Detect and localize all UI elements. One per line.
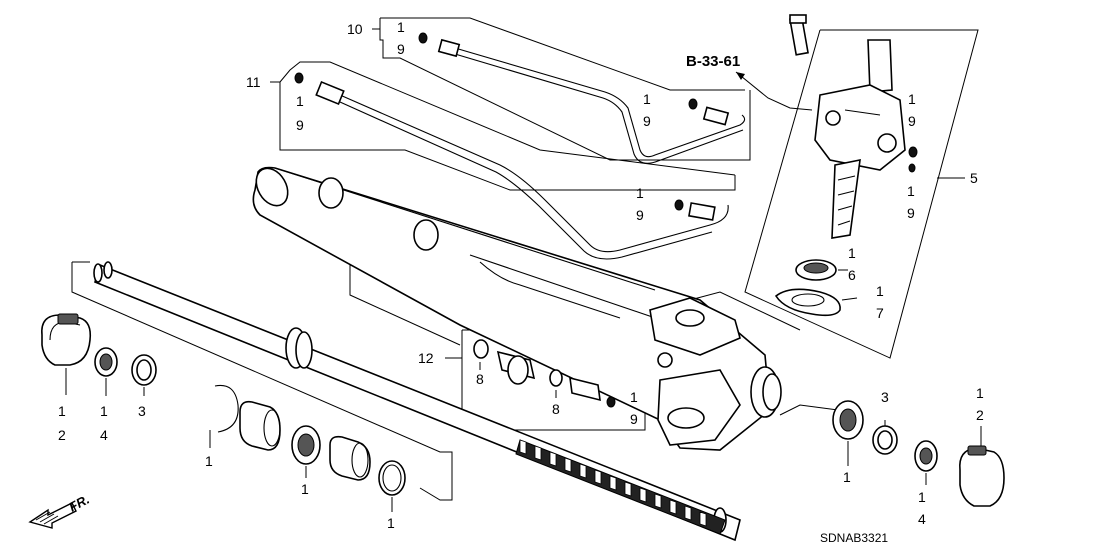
- callout-1-6-bot: 6: [848, 267, 856, 283]
- group-10-bracket: 10: [347, 17, 751, 161]
- callout-1-9-b-top: 1: [296, 93, 304, 109]
- callout-1-4-right-bot: 4: [918, 511, 926, 527]
- lower-feed-pipe: [294, 72, 729, 260]
- oil-seal-left: [291, 425, 321, 465]
- rack-bushing: [239, 400, 281, 451]
- callout-1-snap-ring: 1: [387, 515, 395, 531]
- callout-1-9-a-top: 1: [397, 19, 405, 35]
- callout-1-9-g-top: 1: [630, 389, 638, 405]
- valve-leader-lines: [838, 109, 881, 301]
- left-clamp-band: [41, 313, 92, 366]
- callout-1-9-d-top: 1: [636, 185, 644, 201]
- callout-1-seal: 1: [301, 481, 309, 497]
- right-seal-3: [872, 425, 898, 455]
- group-5-bracket: 5: [744, 29, 979, 359]
- callout-1-9-c-bot: 9: [643, 113, 651, 129]
- callout-1-7-bot: 7: [876, 305, 884, 321]
- callout-1-6-top: 1: [848, 245, 856, 261]
- callout-3-right: 3: [881, 389, 889, 405]
- callout-3-left: 3: [138, 403, 146, 419]
- left-rack-stop: [94, 347, 118, 377]
- callout-1-2-right-top: 1: [976, 385, 984, 401]
- callout-1-2-left-top: 1: [58, 403, 66, 419]
- callout-1-9-d-bot: 9: [636, 207, 644, 223]
- callout-1-4-right-top: 1: [918, 489, 926, 505]
- right-rack-stop: [914, 440, 938, 472]
- callout-1-9-e-top: 1: [908, 91, 916, 107]
- cylinder-end-bushing: [329, 435, 371, 481]
- rack-shaft: [93, 261, 741, 542]
- rack-teeth: [519, 439, 707, 527]
- callout-1-9-c-top: 1: [643, 91, 651, 107]
- steering-gear-housing: [252, 166, 782, 451]
- callout-1-4-left-bot: 4: [100, 427, 108, 443]
- callout-1-2-right-bot: 2: [976, 407, 984, 423]
- callout-1-9-a-bot: 9: [397, 41, 405, 57]
- reference-label: B-33-61: [686, 53, 740, 70]
- group-12-label: 12: [418, 350, 434, 366]
- reference-b-33-61: B-33-61: [686, 53, 813, 111]
- circlip: [214, 384, 239, 433]
- group-5-label: 5: [970, 170, 978, 186]
- left-seal-3: [131, 354, 157, 386]
- drawing-code: SDNAB3321: [820, 531, 888, 545]
- snap-ring: [378, 460, 406, 496]
- right-oil-seal: [832, 400, 864, 440]
- callout-1-right-seal: 1: [843, 469, 851, 485]
- right-clamp-band: [959, 445, 1005, 507]
- pinion-bearing: [795, 259, 837, 281]
- cylinder-fittings: [473, 339, 616, 408]
- callout-1-2-left-bot: 2: [58, 427, 66, 443]
- upper-feed-pipe: [418, 32, 746, 164]
- valve-body: [789, 14, 918, 239]
- callout-1-7-top: 1: [876, 283, 884, 299]
- callout-1-circlip: 1: [205, 453, 213, 469]
- callout-1-9-g-bot: 9: [630, 411, 638, 427]
- callout-8-a: 8: [476, 371, 484, 387]
- front-direction-arrow: FR.: [28, 492, 92, 529]
- group-11-bracket: 11: [246, 61, 736, 191]
- callout-leaders: [65, 362, 982, 512]
- group-11-label: 11: [246, 74, 261, 90]
- callout-1-9-f-bot: 9: [907, 205, 915, 221]
- valve-gasket: [774, 288, 841, 317]
- rack-group-bracket: [71, 261, 453, 501]
- callout-1-9-b-bot: 9: [296, 117, 304, 133]
- callout-1-9-e-bot: 9: [908, 113, 916, 129]
- callout-1-9-f-top: 1: [907, 183, 915, 199]
- callout-labels: 1 9 1 9 1 9 1 9 1 9 1 9 1 9 1 6 1 7 1 2 …: [58, 19, 984, 531]
- callout-8-b: 8: [552, 401, 560, 417]
- group-10-label: 10: [347, 21, 363, 37]
- callout-1-4-left-top: 1: [100, 403, 108, 419]
